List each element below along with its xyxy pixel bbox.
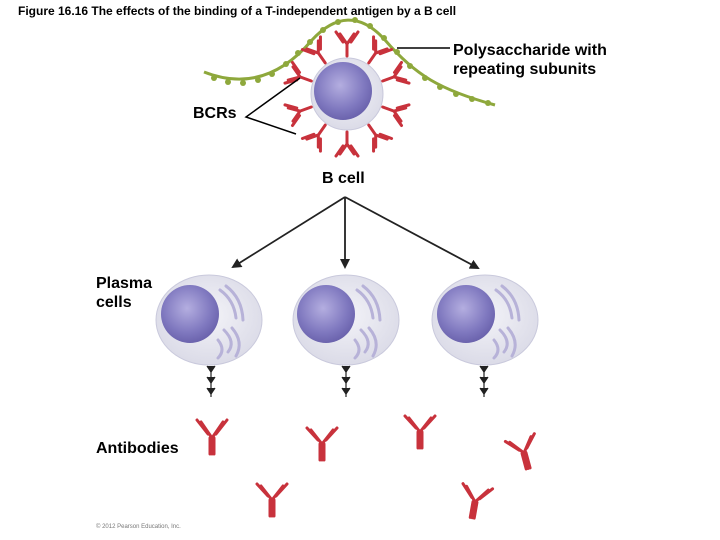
endoplasmic-reticulum (353, 284, 382, 360)
b-cell (310, 57, 384, 131)
antibody (461, 482, 495, 520)
plasma-cell (431, 274, 539, 366)
polysaccharide-chain (203, 17, 496, 107)
antibody (305, 426, 339, 462)
b-cell-label: B cell (322, 170, 365, 187)
plasma-cell (155, 274, 263, 366)
antibody (195, 418, 229, 456)
antibody (255, 482, 289, 518)
secretion-marks (206, 365, 489, 397)
polysaccharide-label: Polysaccharide with repeating subunits (453, 42, 607, 78)
endoplasmic-reticulum (492, 284, 521, 360)
leader-lines (244, 47, 450, 135)
antibody (503, 432, 536, 471)
endoplasmic-reticulum (216, 284, 245, 360)
antibody (403, 414, 437, 450)
differentiation-arrows (231, 196, 480, 269)
plasma-cell-nucleus (437, 285, 495, 343)
copyright-text: © 2012 Pearson Education, Inc. (96, 524, 181, 530)
figure-title: Figure 16.16 The effects of the binding … (18, 4, 457, 18)
plasma-cells-label: Plasma cells (96, 275, 153, 311)
antibodies-label: Antibodies (96, 440, 179, 457)
plasma-cell-nucleus (161, 285, 219, 343)
bcr-receptors (283, 30, 411, 158)
plasma-cell (292, 274, 400, 366)
antibodies (195, 414, 536, 520)
plasma-cell-nucleus (297, 285, 355, 343)
bcrs-label: BCRs (193, 105, 237, 122)
b-cell-nucleus (314, 62, 372, 120)
